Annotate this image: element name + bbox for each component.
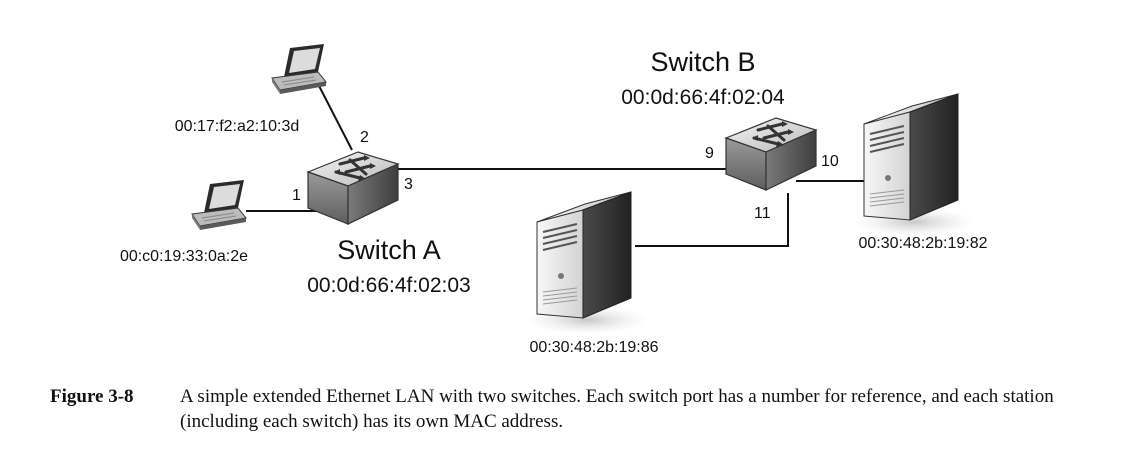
switch-b xyxy=(724,117,818,191)
figure-caption-label: Figure 3-8 xyxy=(50,386,134,407)
server-right xyxy=(854,93,974,236)
laptop-top xyxy=(271,44,327,94)
figure-caption-text: A simple extended Ethernet LAN with two … xyxy=(180,386,1054,432)
cables xyxy=(246,79,866,247)
cable-laptop-top-to-switch-a xyxy=(315,79,353,151)
laptop-icon xyxy=(191,180,247,230)
server-right-mac: 00:30:48:2b:19:82 xyxy=(858,235,987,252)
tower-server-icon xyxy=(854,93,974,236)
switch-a-mac: 00:0d:66:4f:02:03 xyxy=(307,274,470,297)
laptop-bottom-mac: 00:c0:19:33:0a:2e xyxy=(120,248,248,265)
switch-a xyxy=(306,151,400,225)
cable-switch-b-to-server-middle xyxy=(635,193,789,247)
port-label-b11: 11 xyxy=(754,205,771,222)
tower-server-icon xyxy=(527,191,647,334)
laptop-top-mac: 00:17:f2:a2:10:3d xyxy=(175,118,300,135)
figure-caption: Figure 3-8 A simple extended Ethernet LA… xyxy=(50,384,1110,434)
switch-b-mac: 00:0d:66:4f:02:04 xyxy=(621,86,785,109)
laptop-bottom xyxy=(191,180,247,230)
port-label-b10: 10 xyxy=(821,153,839,170)
network-switch-icon xyxy=(724,117,818,191)
switch-a-name: Switch A xyxy=(337,235,441,265)
network-switch-icon xyxy=(306,151,400,225)
port-label-a2: 2 xyxy=(360,129,369,146)
port-label-a3: 3 xyxy=(404,176,413,193)
server-middle-mac: 00:30:48:2b:19:86 xyxy=(529,339,658,356)
switch-b-name: Switch B xyxy=(650,47,755,77)
laptop-icon xyxy=(271,44,327,94)
port-label-a1: 1 xyxy=(292,187,301,204)
port-label-b9: 9 xyxy=(705,145,714,162)
server-middle xyxy=(527,191,647,334)
